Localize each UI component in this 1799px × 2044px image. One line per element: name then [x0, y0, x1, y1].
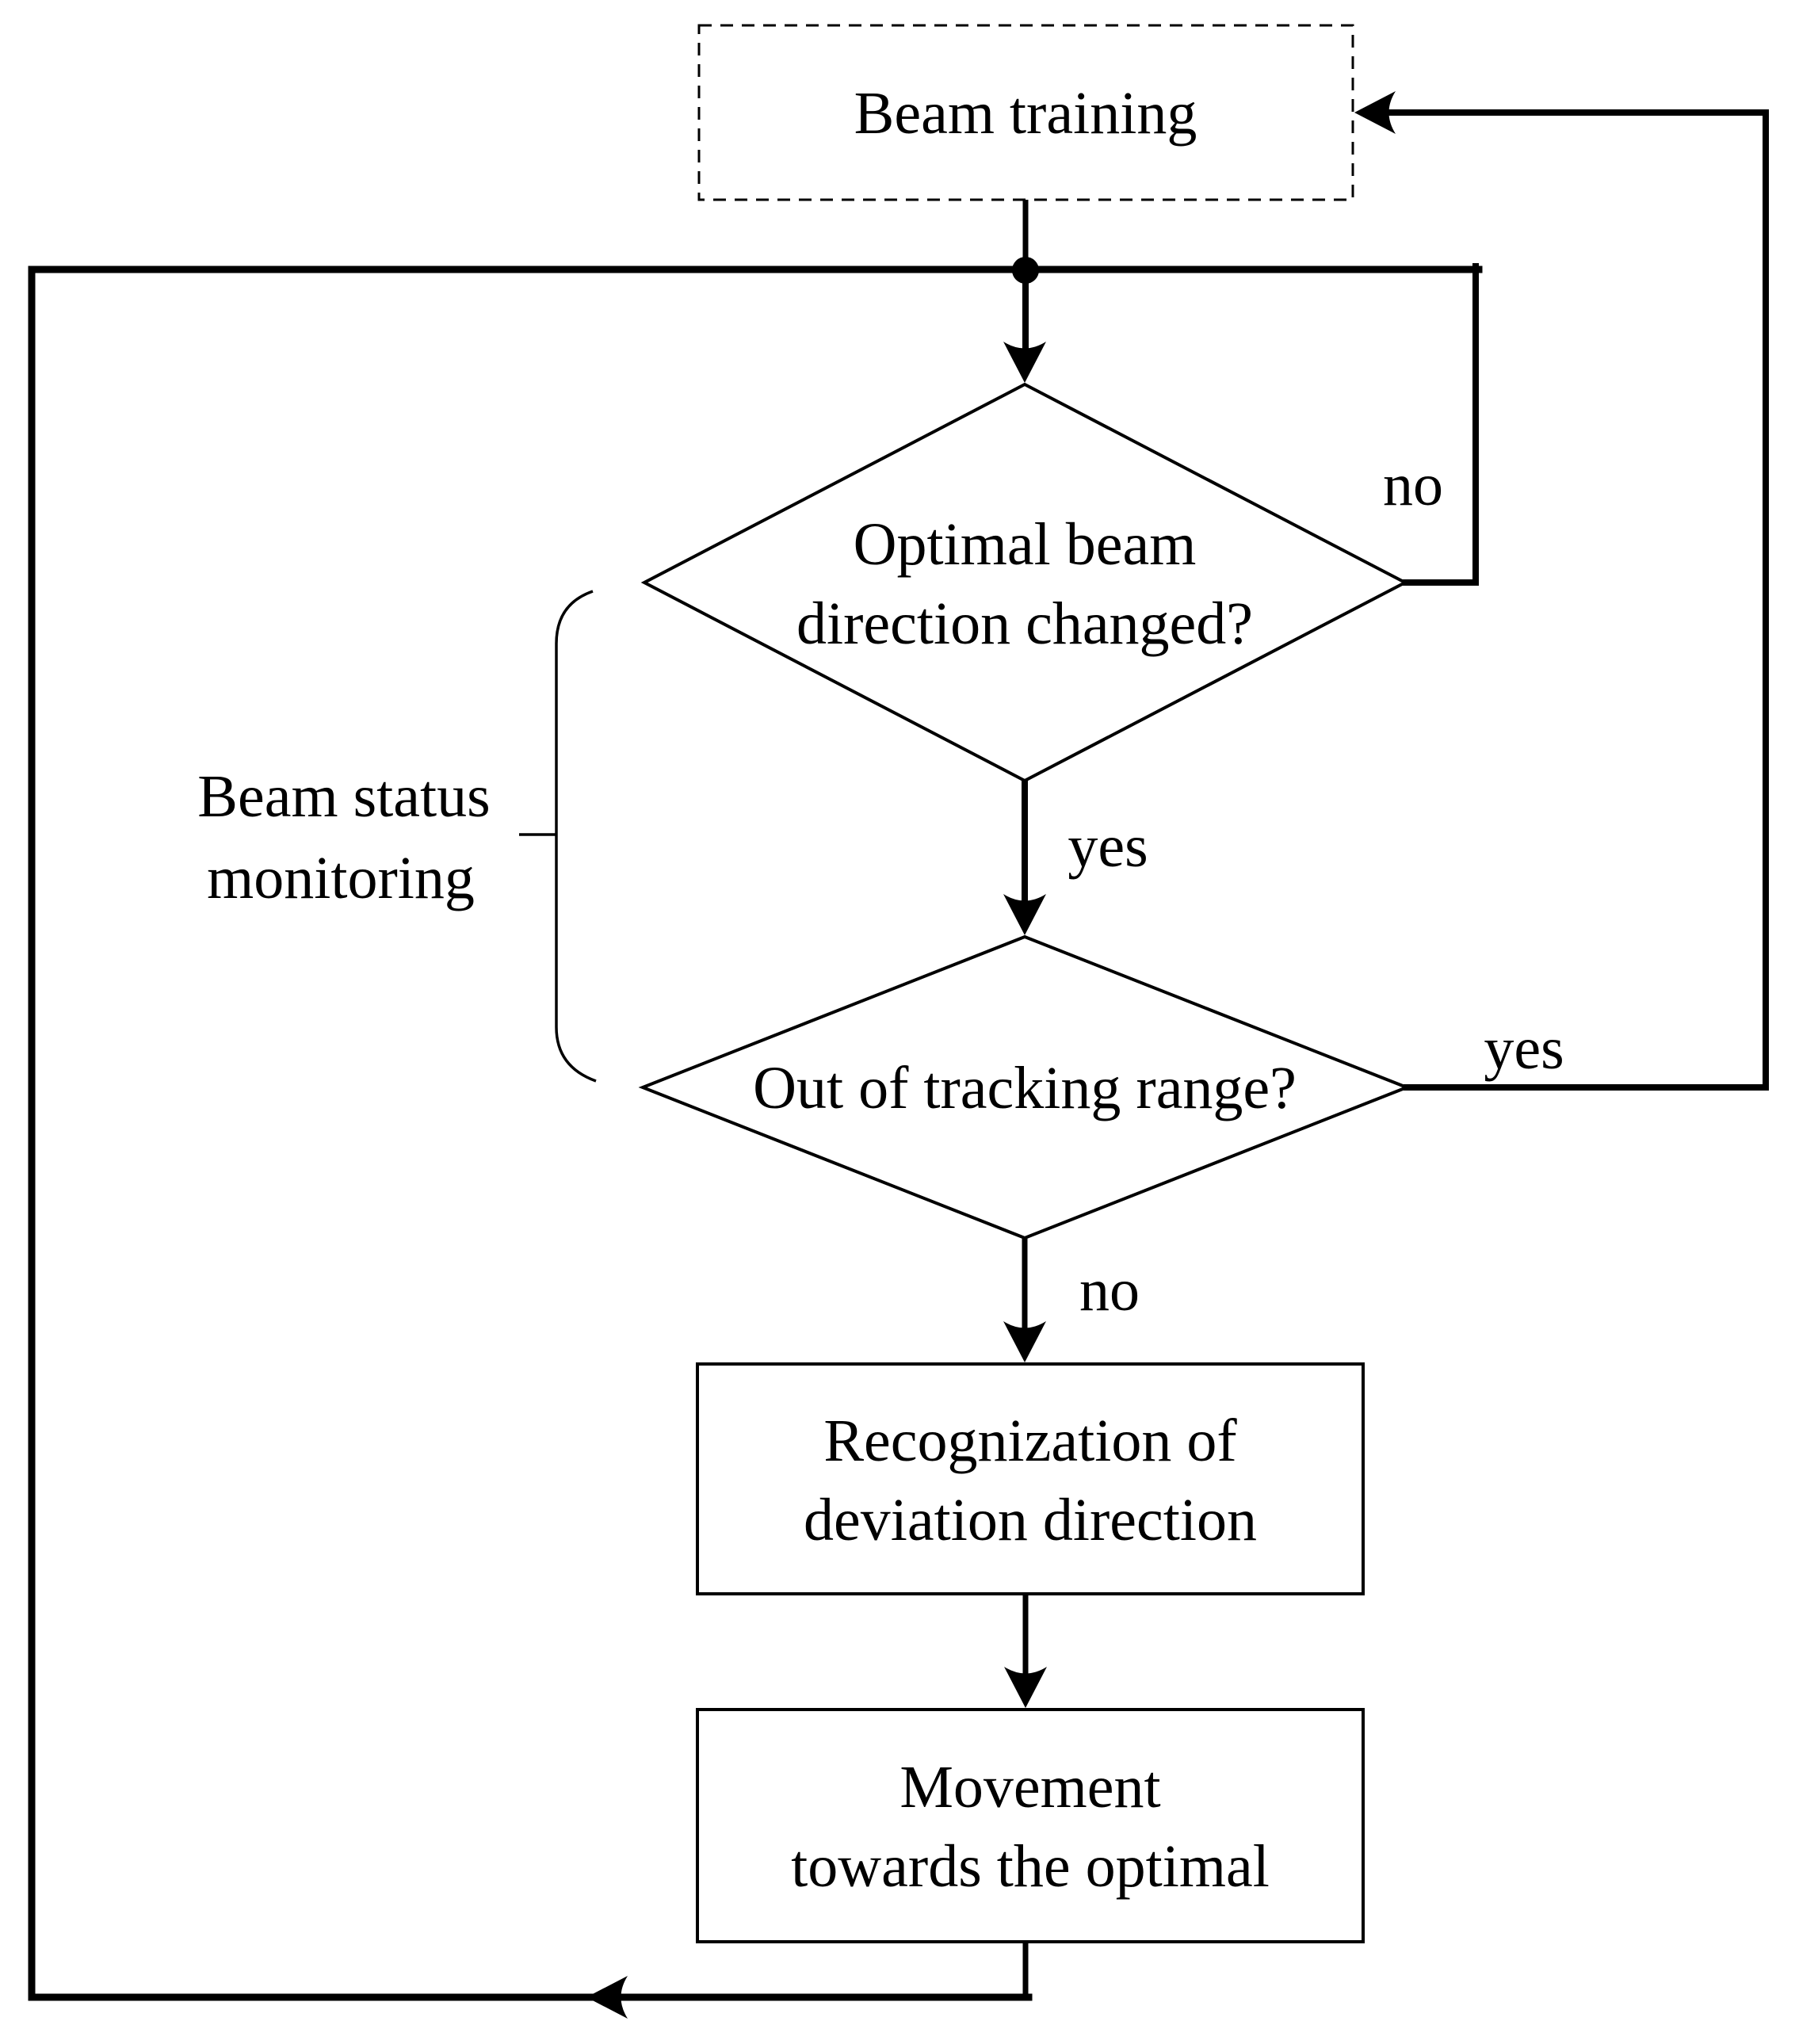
arrowhead-into-range-icon — [1003, 894, 1046, 935]
optimal-beam-diamond — [640, 382, 1409, 783]
yes-loop-arrowhead-icon — [1354, 91, 1396, 134]
recognization-label-line1: Recognization of — [823, 1408, 1237, 1474]
label-no-bottom: no — [1079, 1257, 1140, 1324]
label-no-top: no — [1383, 452, 1443, 518]
optimal-beam-label-line1: Optimal beam — [854, 511, 1197, 578]
movement-box — [696, 1708, 1365, 1943]
movement-label-line1: Movement — [900, 1754, 1160, 1820]
label-yes-right: yes — [1484, 1015, 1564, 1082]
beam-training-label: Beam training — [854, 80, 1197, 147]
beam-training-box — [697, 24, 1354, 201]
arrowhead-into-movement-icon — [1004, 1667, 1047, 1708]
beam-status-bracket — [555, 590, 597, 1083]
yes-loop-path — [1381, 109, 1769, 1091]
arrowhead-into-recognization-icon — [1003, 1321, 1046, 1362]
arrowhead-into-optimal-icon — [1003, 342, 1046, 383]
recognization-label-line2: deviation direction — [804, 1487, 1257, 1553]
recognization-box — [696, 1362, 1365, 1595]
bottom-return-arrowhead-icon — [586, 1976, 628, 2019]
optimal-beam-label-line2: direction changed? — [796, 590, 1253, 657]
no-loop-path — [1402, 263, 1479, 586]
beam-status-label-line2: monitoring — [207, 845, 475, 911]
outer-return-path — [28, 266, 1483, 2001]
label-yes-middle: yes — [1068, 813, 1148, 880]
out-of-range-label: Out of tracking range? — [753, 1055, 1297, 1121]
beam-status-label-line1: Beam status — [197, 763, 490, 830]
movement-label-line2: towards the optimal — [791, 1833, 1270, 1900]
